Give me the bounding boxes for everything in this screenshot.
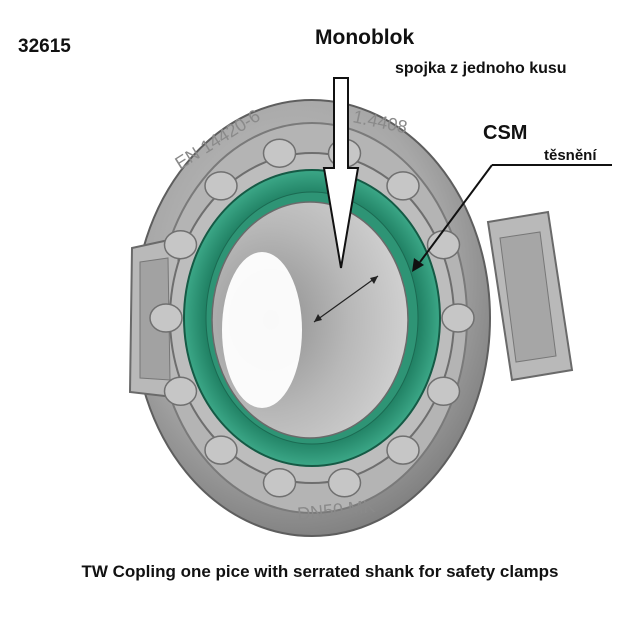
csm-label: CSM (483, 122, 528, 144)
serration-tooth (204, 435, 238, 465)
monoblok-arrow (322, 77, 360, 269)
serration-tooth (262, 468, 297, 498)
diameter-arrow (313, 275, 379, 323)
serration-tooth (149, 303, 183, 333)
serration-tooth (262, 138, 297, 168)
serration-tooth (327, 468, 362, 498)
monoblok-subtitle: spojka z jednoho kusu (395, 60, 567, 77)
csm-subtitle: těsnění (544, 147, 597, 164)
bore (211, 201, 409, 439)
product-code: 32615 (18, 36, 71, 57)
serration-tooth (386, 435, 420, 465)
serration-tooth (386, 171, 420, 201)
csm-arrow (412, 164, 612, 272)
serration-tooth (163, 229, 198, 260)
serration-tooth (204, 171, 238, 201)
right-lug (486, 210, 574, 382)
serration-tooth (163, 376, 198, 407)
serration-tooth (426, 376, 461, 407)
monoblok-label: Monoblok (315, 26, 415, 49)
caption: TW Copling one pice with serrated shank … (81, 562, 559, 581)
serration-tooth (441, 303, 475, 333)
